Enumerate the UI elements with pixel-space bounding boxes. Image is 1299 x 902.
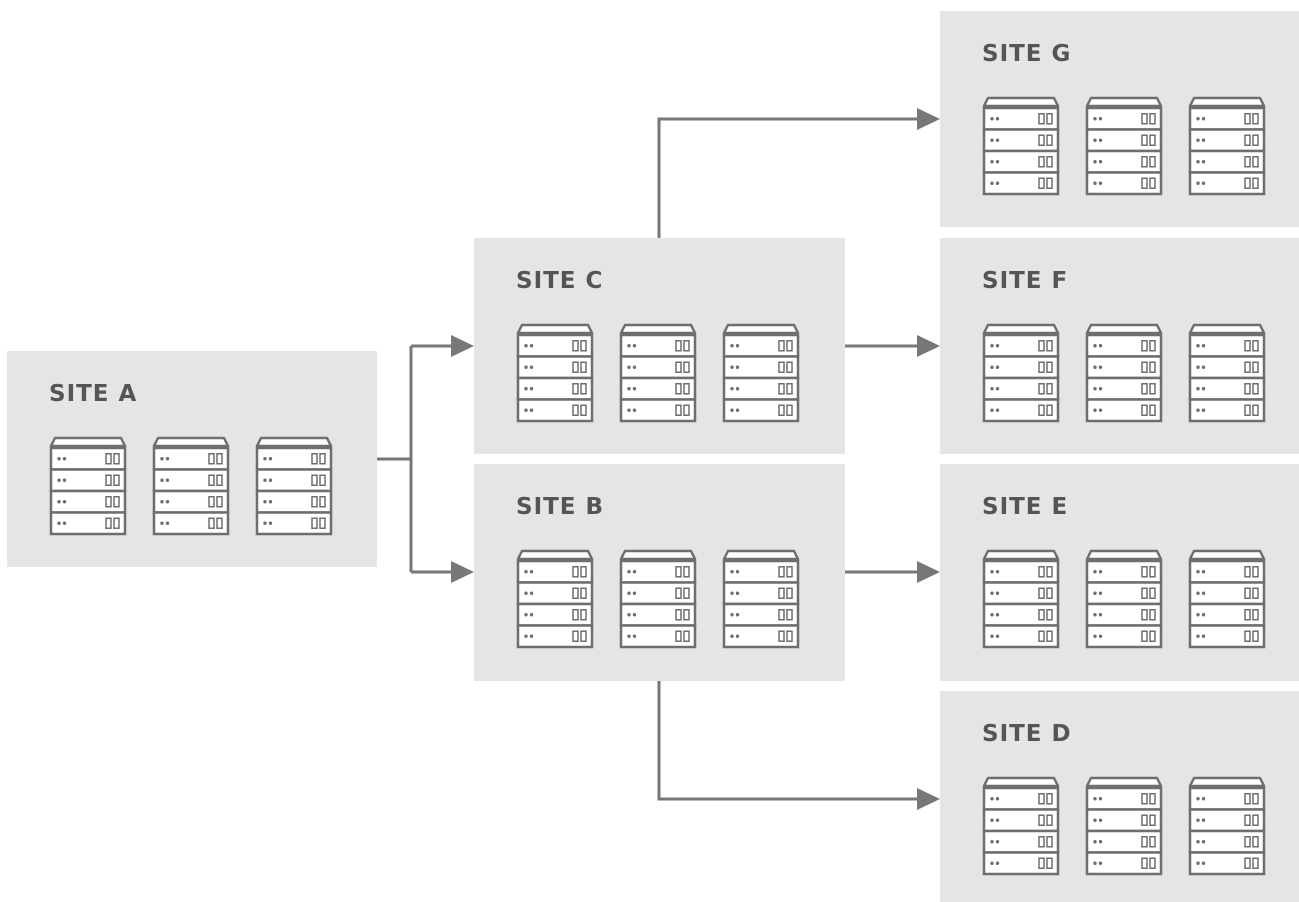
server-icon <box>1085 548 1163 649</box>
site-a-servers <box>49 435 339 536</box>
server-icon <box>982 775 1060 876</box>
server-icon <box>722 322 800 423</box>
site-b-box: SITE B <box>474 464 845 681</box>
server-icon <box>1085 775 1163 876</box>
server-icon <box>619 322 697 423</box>
site-f-label: SITE F <box>982 268 1069 294</box>
site-e-label: SITE E <box>982 494 1069 520</box>
server-icon <box>982 95 1060 196</box>
server-icon <box>1188 548 1266 649</box>
server-icon <box>1085 95 1163 196</box>
site-g-label: SITE G <box>982 41 1072 67</box>
site-f-servers <box>982 322 1272 423</box>
connector-c-g <box>657 117 918 238</box>
site-g-servers <box>982 95 1272 196</box>
site-b-servers <box>516 548 806 649</box>
site-b-label: SITE B <box>516 494 605 520</box>
site-d-label: SITE D <box>982 721 1072 747</box>
site-c-box: SITE C <box>474 238 845 454</box>
site-a-label: SITE A <box>49 381 138 407</box>
connector-b-d <box>657 681 918 801</box>
arrowhead-b <box>451 561 474 583</box>
arrowhead-e <box>917 561 940 583</box>
site-c-servers <box>516 322 806 423</box>
server-icon <box>152 435 230 536</box>
server-icon <box>982 548 1060 649</box>
server-icon <box>1188 322 1266 423</box>
server-icon <box>49 435 127 536</box>
server-icon <box>722 548 800 649</box>
arrowhead-g <box>917 108 940 130</box>
site-f-box: SITE F <box>940 238 1299 454</box>
site-c-label: SITE C <box>516 268 604 294</box>
site-d-servers <box>982 775 1272 876</box>
arrowhead-f <box>917 335 940 357</box>
site-a-box: SITE A <box>7 351 377 567</box>
arrowhead-d <box>917 788 940 810</box>
site-e-servers <box>982 548 1272 649</box>
server-icon <box>1085 322 1163 423</box>
server-icon <box>516 322 594 423</box>
server-icon <box>255 435 333 536</box>
server-icon <box>982 322 1060 423</box>
site-e-box: SITE E <box>940 464 1299 681</box>
site-g-box: SITE G <box>940 11 1299 227</box>
server-icon <box>619 548 697 649</box>
arrowhead-c <box>451 335 474 357</box>
site-d-box: SITE D <box>940 691 1299 902</box>
server-icon <box>1188 775 1266 876</box>
server-icon <box>1188 95 1266 196</box>
server-icon <box>516 548 594 649</box>
